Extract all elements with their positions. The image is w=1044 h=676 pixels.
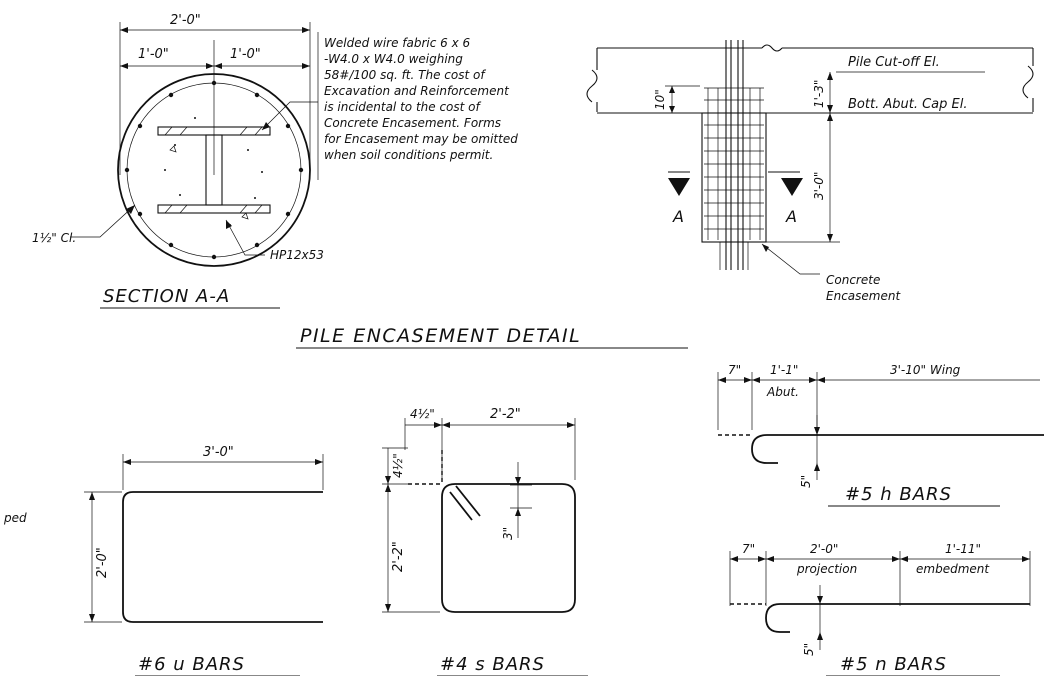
s-offset-top: 4½" xyxy=(410,407,435,421)
s-hook-dim: 3" xyxy=(501,527,515,540)
note-line-7: for Encasement may be omitted xyxy=(324,132,518,146)
dim-3-0: 3'-0" xyxy=(812,172,826,200)
s-top: 2'-2" xyxy=(490,407,521,422)
note-line-2: -W4.0 x W4.0 weighing xyxy=(324,52,463,66)
n-bend: 5" xyxy=(802,643,816,656)
h-bar-shape xyxy=(751,434,1044,464)
u-bars-title: #6 u BARS xyxy=(138,654,245,675)
clearance-label: 1½" Cl. xyxy=(32,231,76,245)
note-line-4: Excavation and Reinforcement xyxy=(324,84,510,98)
section-title: SECTION A-A xyxy=(103,286,230,307)
n-bars-title: #5 n BARS xyxy=(840,654,947,675)
leader-note xyxy=(261,101,318,131)
encasement-outer-circle xyxy=(117,73,311,267)
u-height: 2'-0" xyxy=(95,547,110,578)
note-line-8: when soil conditions permit. xyxy=(324,148,493,162)
wire-mesh xyxy=(704,87,764,240)
section-a-a: 2'-0" 1'-0" 1'-0" xyxy=(32,13,518,309)
note-line-1: Welded wire fabric 6 x 6 xyxy=(324,36,471,50)
note-line-5: is incidental to the cost of xyxy=(324,100,482,114)
n-bar-shape xyxy=(765,603,1030,633)
pile-elevation xyxy=(719,40,749,270)
welded-wire-note: Welded wire fabric 6 x 6 -W4.0 x W4.0 we… xyxy=(324,36,518,162)
section-mark-right-label: A xyxy=(785,207,797,226)
main-title: PILE ENCASEMENT DETAIL xyxy=(300,325,581,347)
dim-left-half: 1'-0" xyxy=(138,47,169,62)
leader-pile xyxy=(225,219,265,256)
break-right xyxy=(1022,48,1034,112)
note-line-6: Concrete Encasement. Forms xyxy=(324,116,501,130)
h-dim-abut: 1'-1" xyxy=(770,363,798,377)
edge-fragment: ped xyxy=(3,511,27,525)
u-width: 3'-0" xyxy=(203,445,234,460)
h-bars-detail: 7" 1'-1" Abut. 3'-10" Wing 5" #5 h BARS xyxy=(717,363,1044,507)
encasement-label-line1: Concrete xyxy=(826,273,880,287)
n-dim-7: 7" xyxy=(742,542,755,556)
h-dim-wing: 3'-10" Wing xyxy=(890,363,961,377)
n-proj-label: projection xyxy=(796,562,857,576)
u-bar-shape xyxy=(122,491,323,623)
h-abut-label: Abut. xyxy=(766,385,799,399)
leader-clearance xyxy=(70,204,136,238)
hp-pile-section xyxy=(157,126,271,214)
elevation-view: Pile Cut-off El. Bott. Abut. Cap El. 1'-… xyxy=(586,40,1034,303)
dim-overall: 2'-0" xyxy=(170,13,201,28)
s-bar-shape xyxy=(441,483,576,613)
s-bars-title: #4 s BARS xyxy=(440,654,545,675)
s-bars-detail: 2'-2" 4½" 4½" 2'-2" 3" #4 s BARS xyxy=(382,407,588,676)
break-left xyxy=(586,48,598,112)
dim-10: 10" xyxy=(653,89,667,110)
pile-label: HP12x53 xyxy=(270,248,324,262)
h-dim-7: 7" xyxy=(728,363,741,377)
n-dim-proj: 2'-0" xyxy=(810,542,838,556)
rebar-dots xyxy=(124,80,304,260)
u-bars-detail: 3'-0" 2'-0" #6 u BARS xyxy=(84,445,324,676)
s-offset-side: 4½" xyxy=(391,453,405,478)
note-line-3: 58#/100 sq. ft. The cost of xyxy=(324,68,486,82)
encasement-label-line2: Encasement xyxy=(826,289,901,303)
cap-label: Bott. Abut. Cap El. xyxy=(848,97,967,112)
encasement-block xyxy=(701,112,767,243)
h-bars-title: #5 h BARS xyxy=(845,484,952,505)
dim-right-half: 1'-0" xyxy=(230,47,261,62)
section-mark-left: A xyxy=(668,171,690,226)
n-emb-label: embedment xyxy=(916,562,990,576)
s-bar-hook xyxy=(449,485,481,521)
dim-1-3: 1'-3" xyxy=(812,80,826,108)
cutoff-label: Pile Cut-off El. xyxy=(848,55,940,70)
s-height: 2'-2" xyxy=(391,541,406,572)
h-bend: 5" xyxy=(799,475,813,488)
n-bars-detail: 7" 2'-0" projection 1'-11" embedment 5" … xyxy=(729,542,1031,676)
section-mark-right: A xyxy=(768,171,803,226)
section-mark-left-label: A xyxy=(672,207,684,226)
concrete-speckle xyxy=(164,117,263,226)
n-dim-emb: 1'-11" xyxy=(945,542,981,556)
